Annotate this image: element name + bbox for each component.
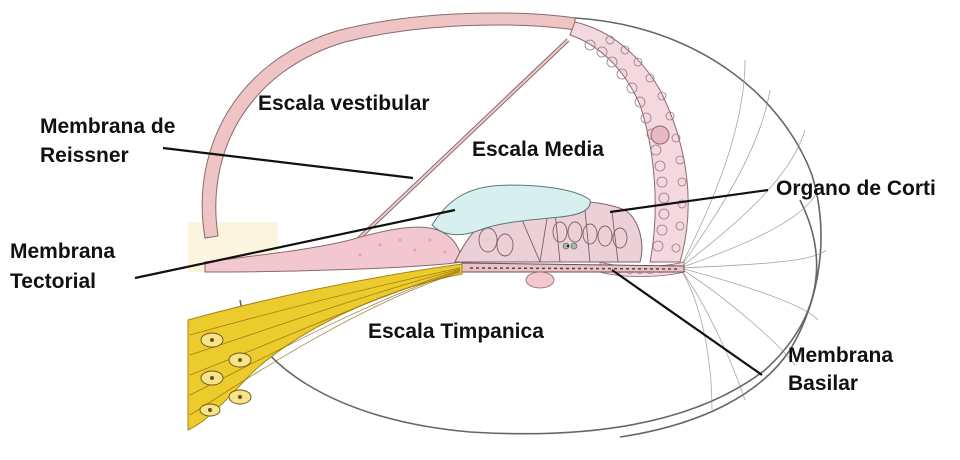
label-scala-tympani: Escala Timpanica bbox=[368, 320, 544, 343]
callout-basilar-line1: Membrana bbox=[788, 344, 893, 367]
callout-reissner-line2: Reissner bbox=[40, 144, 129, 167]
cochlear-nerve-bundle bbox=[188, 264, 462, 430]
leader-reissner bbox=[163, 148, 413, 178]
leader-basilar bbox=[612, 270, 762, 375]
callout-tectorial-line1: Membrana bbox=[10, 240, 115, 263]
callout-tectorial-line2: Tectorial bbox=[10, 270, 96, 293]
label-scala-media: Escala Media bbox=[472, 138, 604, 161]
label-scala-vestibuli: Escala vestibular bbox=[258, 92, 430, 115]
callout-reissner-line1: Membrana de bbox=[40, 115, 175, 138]
leader-corti bbox=[610, 190, 768, 212]
callout-basilar-line2: Basilar bbox=[788, 372, 858, 395]
callout-corti: Organo de Corti bbox=[776, 177, 936, 200]
